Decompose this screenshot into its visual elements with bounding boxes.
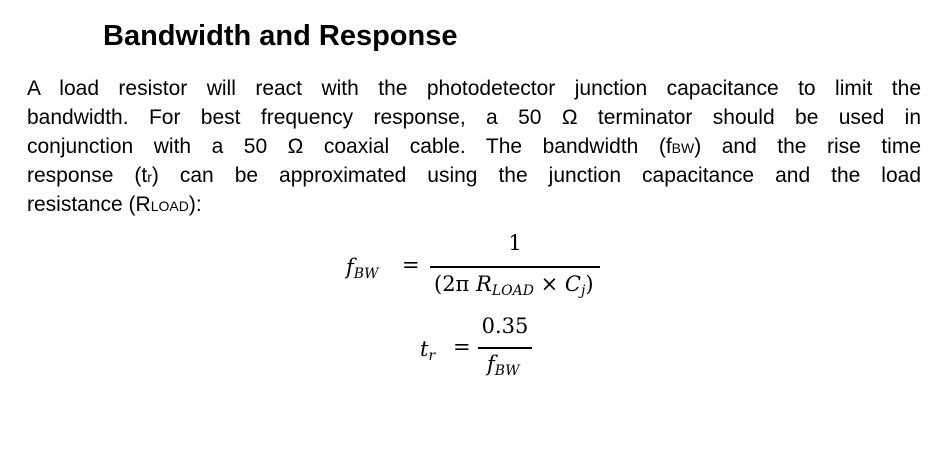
- subscript: BW: [494, 363, 520, 379]
- equals-sign: =: [402, 253, 420, 277]
- text: (2π: [434, 272, 477, 296]
- fraction-bar: [478, 347, 532, 349]
- subscript: BW: [353, 266, 379, 282]
- text: ): [585, 272, 594, 296]
- paragraph-line: A load resistor will react with the phot…: [27, 77, 921, 100]
- subscript: j: [580, 283, 586, 299]
- subscript: r: [147, 169, 152, 185]
- text: ×: [533, 272, 565, 296]
- text: response (t: [27, 164, 148, 187]
- symbol: R: [476, 272, 492, 296]
- text: ) can be approximated using the junction…: [151, 164, 921, 187]
- equals-sign: =: [453, 335, 471, 359]
- paragraph-line: bandwidth. For best frequency response, …: [27, 106, 921, 129]
- paragraph-line: conjunction with a 50 Ω coaxial cable. T…: [27, 132, 921, 161]
- fraction-bar: [430, 266, 600, 268]
- subscript: BW: [671, 140, 695, 156]
- paragraph-line: response (tr) can be approximated using …: [27, 161, 921, 190]
- body-paragraph: A load resistor will react with the phot…: [27, 74, 921, 219]
- paragraph-line: resistance (RLOAD):: [27, 190, 921, 219]
- symbol: C: [564, 272, 581, 296]
- denominator: (2π RLOAD × Cj): [434, 272, 594, 299]
- subscript: LOAD: [150, 198, 189, 214]
- subscript: LOAD: [491, 283, 534, 299]
- symbol: f: [346, 255, 354, 279]
- text: resistance (R: [27, 193, 151, 216]
- text: ):: [188, 193, 202, 216]
- denominator: fBW: [487, 352, 519, 379]
- numerator: 1: [508, 231, 522, 255]
- section-heading: Bandwidth and Response: [103, 20, 458, 52]
- equation-lhs: tr: [420, 337, 435, 364]
- numerator: 0.35: [481, 314, 529, 338]
- text: ) and the rise time: [694, 135, 921, 158]
- symbol: f: [487, 352, 495, 376]
- symbol: t: [420, 337, 429, 361]
- subscript: r: [428, 348, 436, 364]
- text: conjunction with a 50 Ω coaxial cable. T…: [27, 135, 672, 158]
- equation-lhs: fBW: [346, 255, 378, 282]
